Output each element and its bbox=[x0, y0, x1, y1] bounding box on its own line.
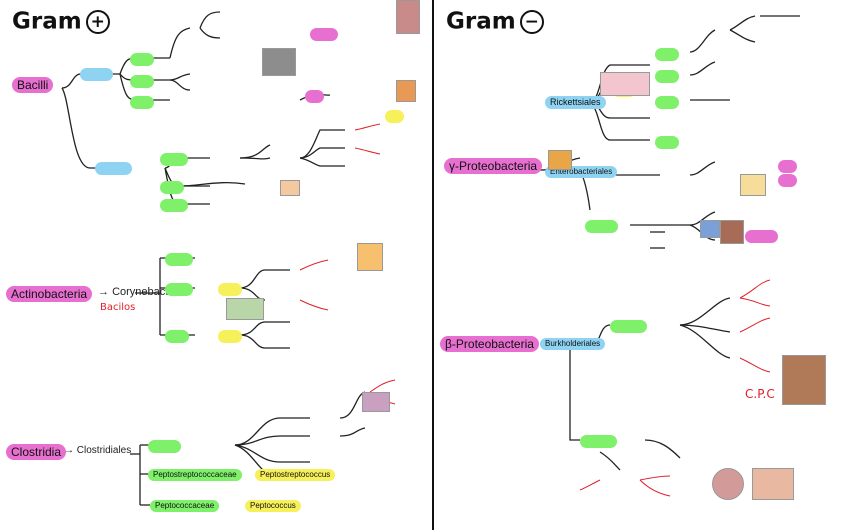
clostridia-note-1: Peptostreptococcus bbox=[255, 469, 336, 481]
root-beta-proteobacteria: β-Proteobacteria bbox=[440, 336, 539, 352]
plus-icon: + bbox=[85, 10, 110, 34]
node-yellow-1 bbox=[385, 110, 404, 123]
note-card-1 bbox=[280, 180, 300, 196]
node-green-9 bbox=[165, 330, 189, 343]
node-green-5 bbox=[160, 181, 184, 194]
node-yellow-2 bbox=[218, 283, 242, 296]
clostridia-child-1: Peptostreptococcaceae bbox=[148, 469, 242, 481]
node-rickettsiales: Rickettsiales bbox=[545, 96, 606, 109]
node-pink-2 bbox=[310, 28, 338, 41]
note-card-2 bbox=[357, 243, 383, 271]
root-actinobacteria: Actinobacteria bbox=[6, 286, 93, 302]
diagram-thumb bbox=[226, 298, 264, 320]
minus-icon: − bbox=[519, 10, 544, 34]
node-pink-r2 bbox=[778, 160, 797, 173]
node-lactobacillales bbox=[95, 162, 132, 175]
photo-thumb-3 bbox=[362, 392, 390, 412]
root-gamma-proteobacteria: γ-Proteobacteria bbox=[444, 158, 543, 174]
node-green-1 bbox=[130, 53, 154, 66]
clostridiales-label: → Clostridiales bbox=[64, 445, 132, 456]
xray-image bbox=[262, 48, 296, 76]
node-green-6 bbox=[160, 199, 188, 212]
clostridia-child-2: Peptococcaceae bbox=[150, 500, 220, 512]
photo-thumb-2 bbox=[396, 80, 416, 102]
note-card-r1 bbox=[740, 174, 766, 196]
root-bacilli: Bacilli bbox=[12, 77, 54, 93]
node-yellow-3 bbox=[218, 330, 242, 343]
photo-thumb-r1 bbox=[548, 150, 572, 170]
node-green-r4 bbox=[655, 136, 679, 149]
node-green-10 bbox=[148, 440, 181, 453]
photo-thumb-r2 bbox=[700, 220, 720, 238]
gram-negative-title: Gram− bbox=[446, 10, 544, 34]
node-burkholderiales: Burkholderiales bbox=[540, 338, 606, 350]
node-green-r1 bbox=[655, 48, 679, 61]
node-green-r2 bbox=[655, 70, 679, 83]
node-green-8 bbox=[165, 283, 193, 296]
cpc-note: C.P.C bbox=[745, 387, 775, 401]
node-green-7 bbox=[165, 253, 193, 266]
node-green-r5 bbox=[585, 220, 618, 233]
node-pink-1 bbox=[305, 90, 324, 103]
photo-thumb-1 bbox=[396, 0, 420, 34]
root-clostridia: Clostridia bbox=[6, 444, 67, 460]
corynebacteria-label: → Corynebacteria bbox=[98, 286, 187, 298]
node-green-3 bbox=[130, 96, 154, 109]
node-green-4 bbox=[160, 153, 188, 166]
gram-positive-title: Gram+ bbox=[12, 10, 110, 34]
node-green-2 bbox=[130, 75, 154, 88]
photo-thumb-r3 bbox=[720, 220, 744, 244]
cell-photo-1 bbox=[712, 468, 744, 500]
node-green-r6 bbox=[610, 320, 647, 333]
node-green-r3 bbox=[655, 96, 679, 109]
table-thumb bbox=[600, 72, 650, 96]
node-pink-r1 bbox=[745, 230, 778, 243]
cell-photo-2 bbox=[752, 468, 794, 500]
node-green-r7 bbox=[580, 435, 617, 448]
bacilos-note: Bacilos bbox=[100, 302, 136, 313]
node-bacillales bbox=[80, 68, 113, 81]
node-pink-r3 bbox=[778, 174, 797, 187]
child-cough-photo bbox=[782, 355, 826, 405]
clostridia-note-2: Peptococcus bbox=[245, 500, 301, 512]
